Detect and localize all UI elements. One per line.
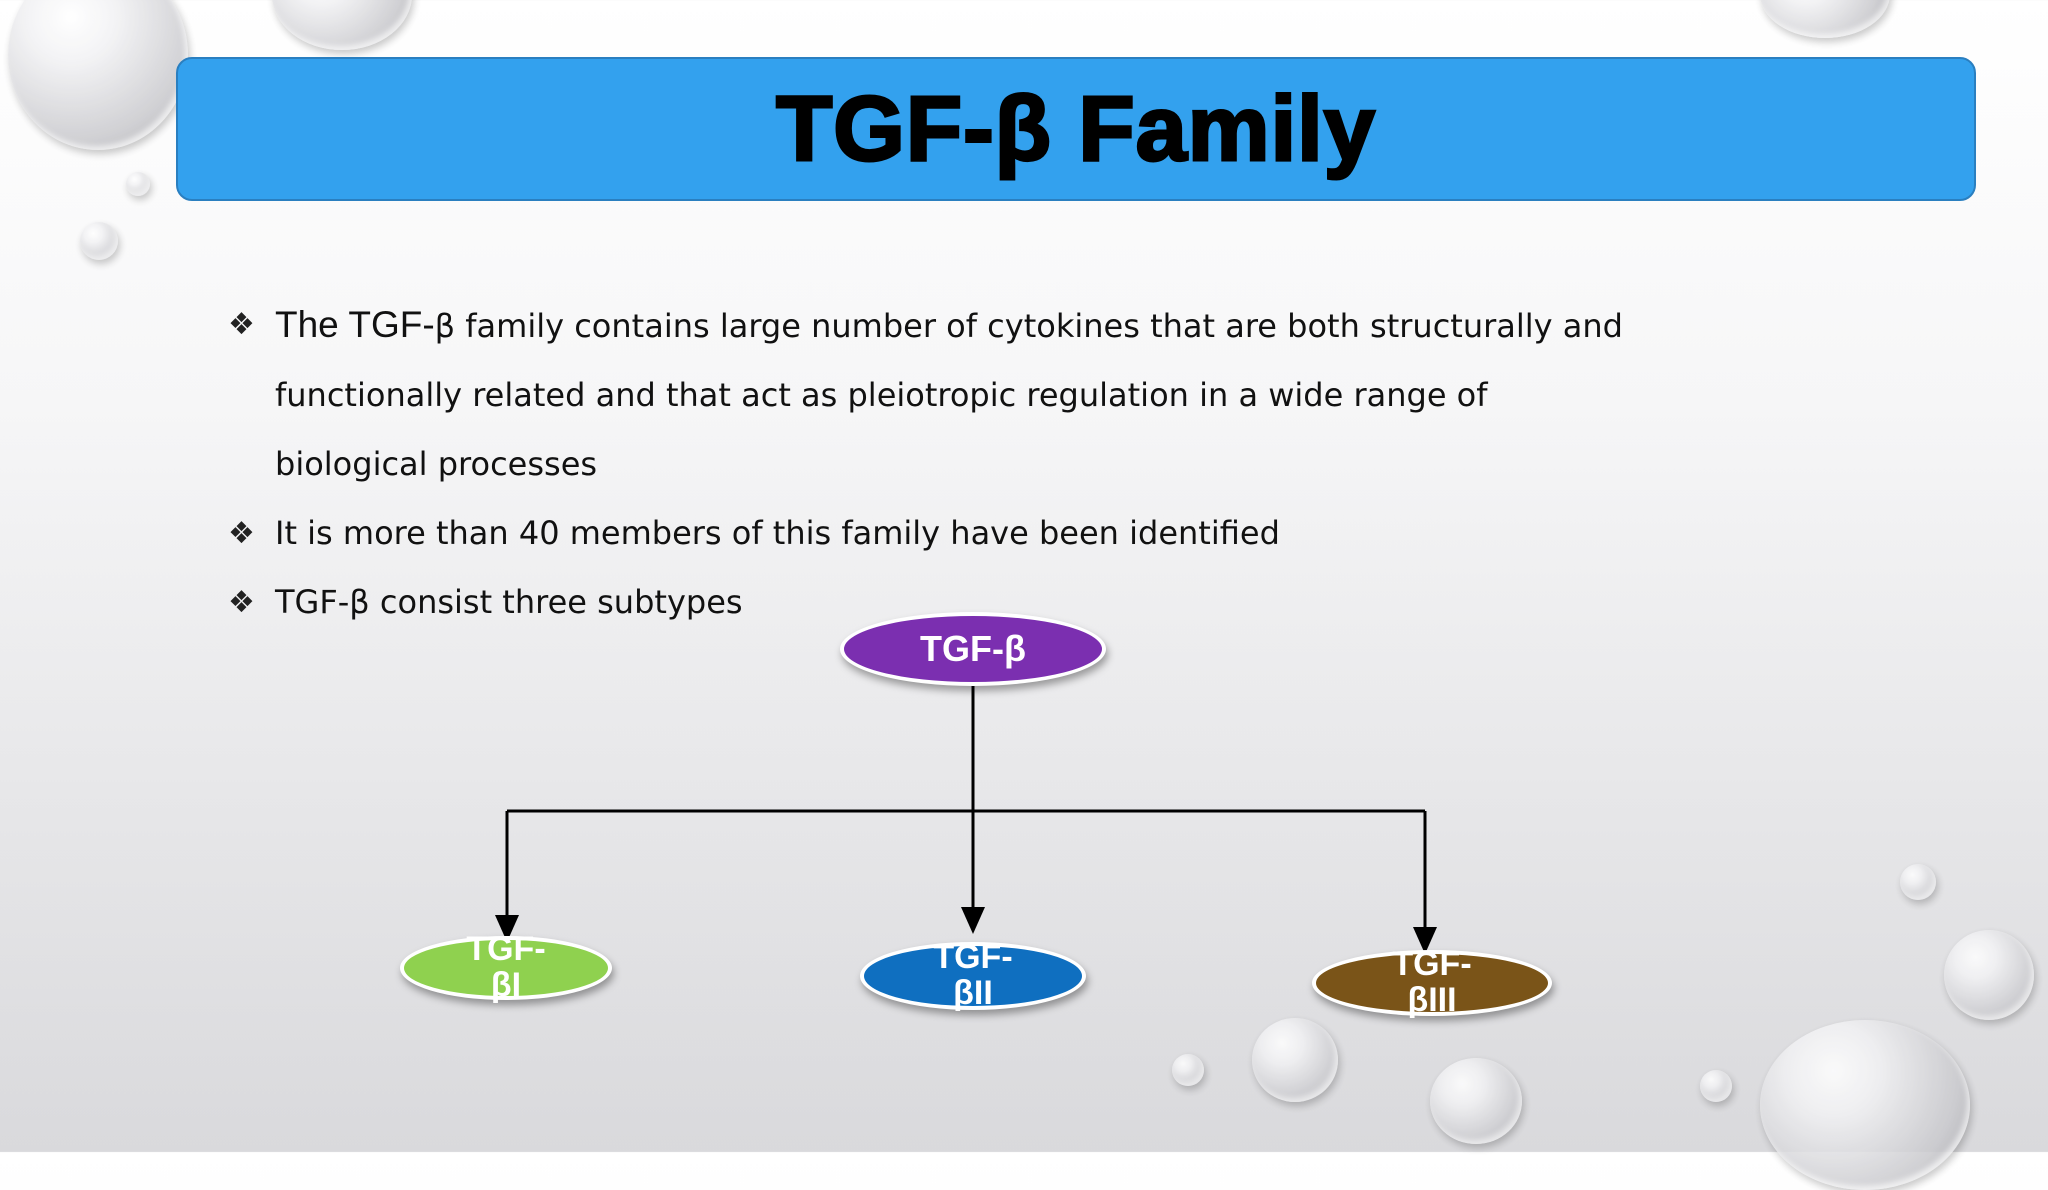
- water-drop-decoration: [80, 222, 118, 260]
- bullet-list: ❖ The TGF-β family contains large number…: [228, 290, 1648, 637]
- diamond-bullet-icon: ❖: [228, 585, 255, 620]
- node-label-line2: βI: [490, 966, 522, 1004]
- bullet-item: ❖ The TGF-β family contains large number…: [228, 290, 1648, 499]
- water-drop-decoration: [8, 0, 188, 150]
- tgf-beta-1-node: TGF- βI: [400, 932, 612, 1003]
- diamond-bullet-icon: ❖: [228, 516, 255, 551]
- bullet-item: ❖ It is more than 40 members of this fam…: [228, 499, 1648, 568]
- root-node-label: TGF-β: [920, 628, 1026, 670]
- water-drop-decoration: [1430, 1058, 1522, 1144]
- node-label-line1: TGF-: [1392, 945, 1472, 984]
- node-label-line2: βIII: [1407, 981, 1457, 1019]
- bullet-item: ❖ TGF-β consist three subtypes: [228, 568, 1648, 637]
- bullet-text: TGF-β consist three subtypes: [275, 583, 743, 621]
- water-drop-decoration: [126, 172, 150, 196]
- bullet-lead-text: The TGF-: [275, 304, 435, 345]
- node-label-line2: βII: [953, 974, 993, 1012]
- water-drop-decoration: [1700, 1070, 1732, 1102]
- tgf-beta-2-node: TGF- βII: [860, 938, 1086, 1012]
- title-banner: TGF-β Family: [176, 57, 1976, 201]
- bullet-text: β family contains large number of cytoki…: [275, 307, 1623, 483]
- bullet-text: It is more than 40 members of this famil…: [275, 514, 1280, 552]
- hierarchy-connectors: [495, 684, 1437, 954]
- water-drop-decoration: [1944, 930, 2034, 1020]
- diamond-bullet-icon: ❖: [228, 307, 255, 342]
- tgf-beta-3-node: TGF- βIII: [1312, 945, 1552, 1019]
- node-label-line1: TGF-: [933, 938, 1013, 977]
- water-drop-decoration: [1252, 1018, 1338, 1102]
- tgf-beta-root-node: TGF-β: [840, 612, 1106, 686]
- node-label-line1: TGF-: [466, 930, 546, 969]
- slide-title: TGF-β Family: [775, 76, 1377, 181]
- water-drop-decoration: [1900, 864, 1936, 900]
- water-drop-decoration: [1172, 1054, 1204, 1086]
